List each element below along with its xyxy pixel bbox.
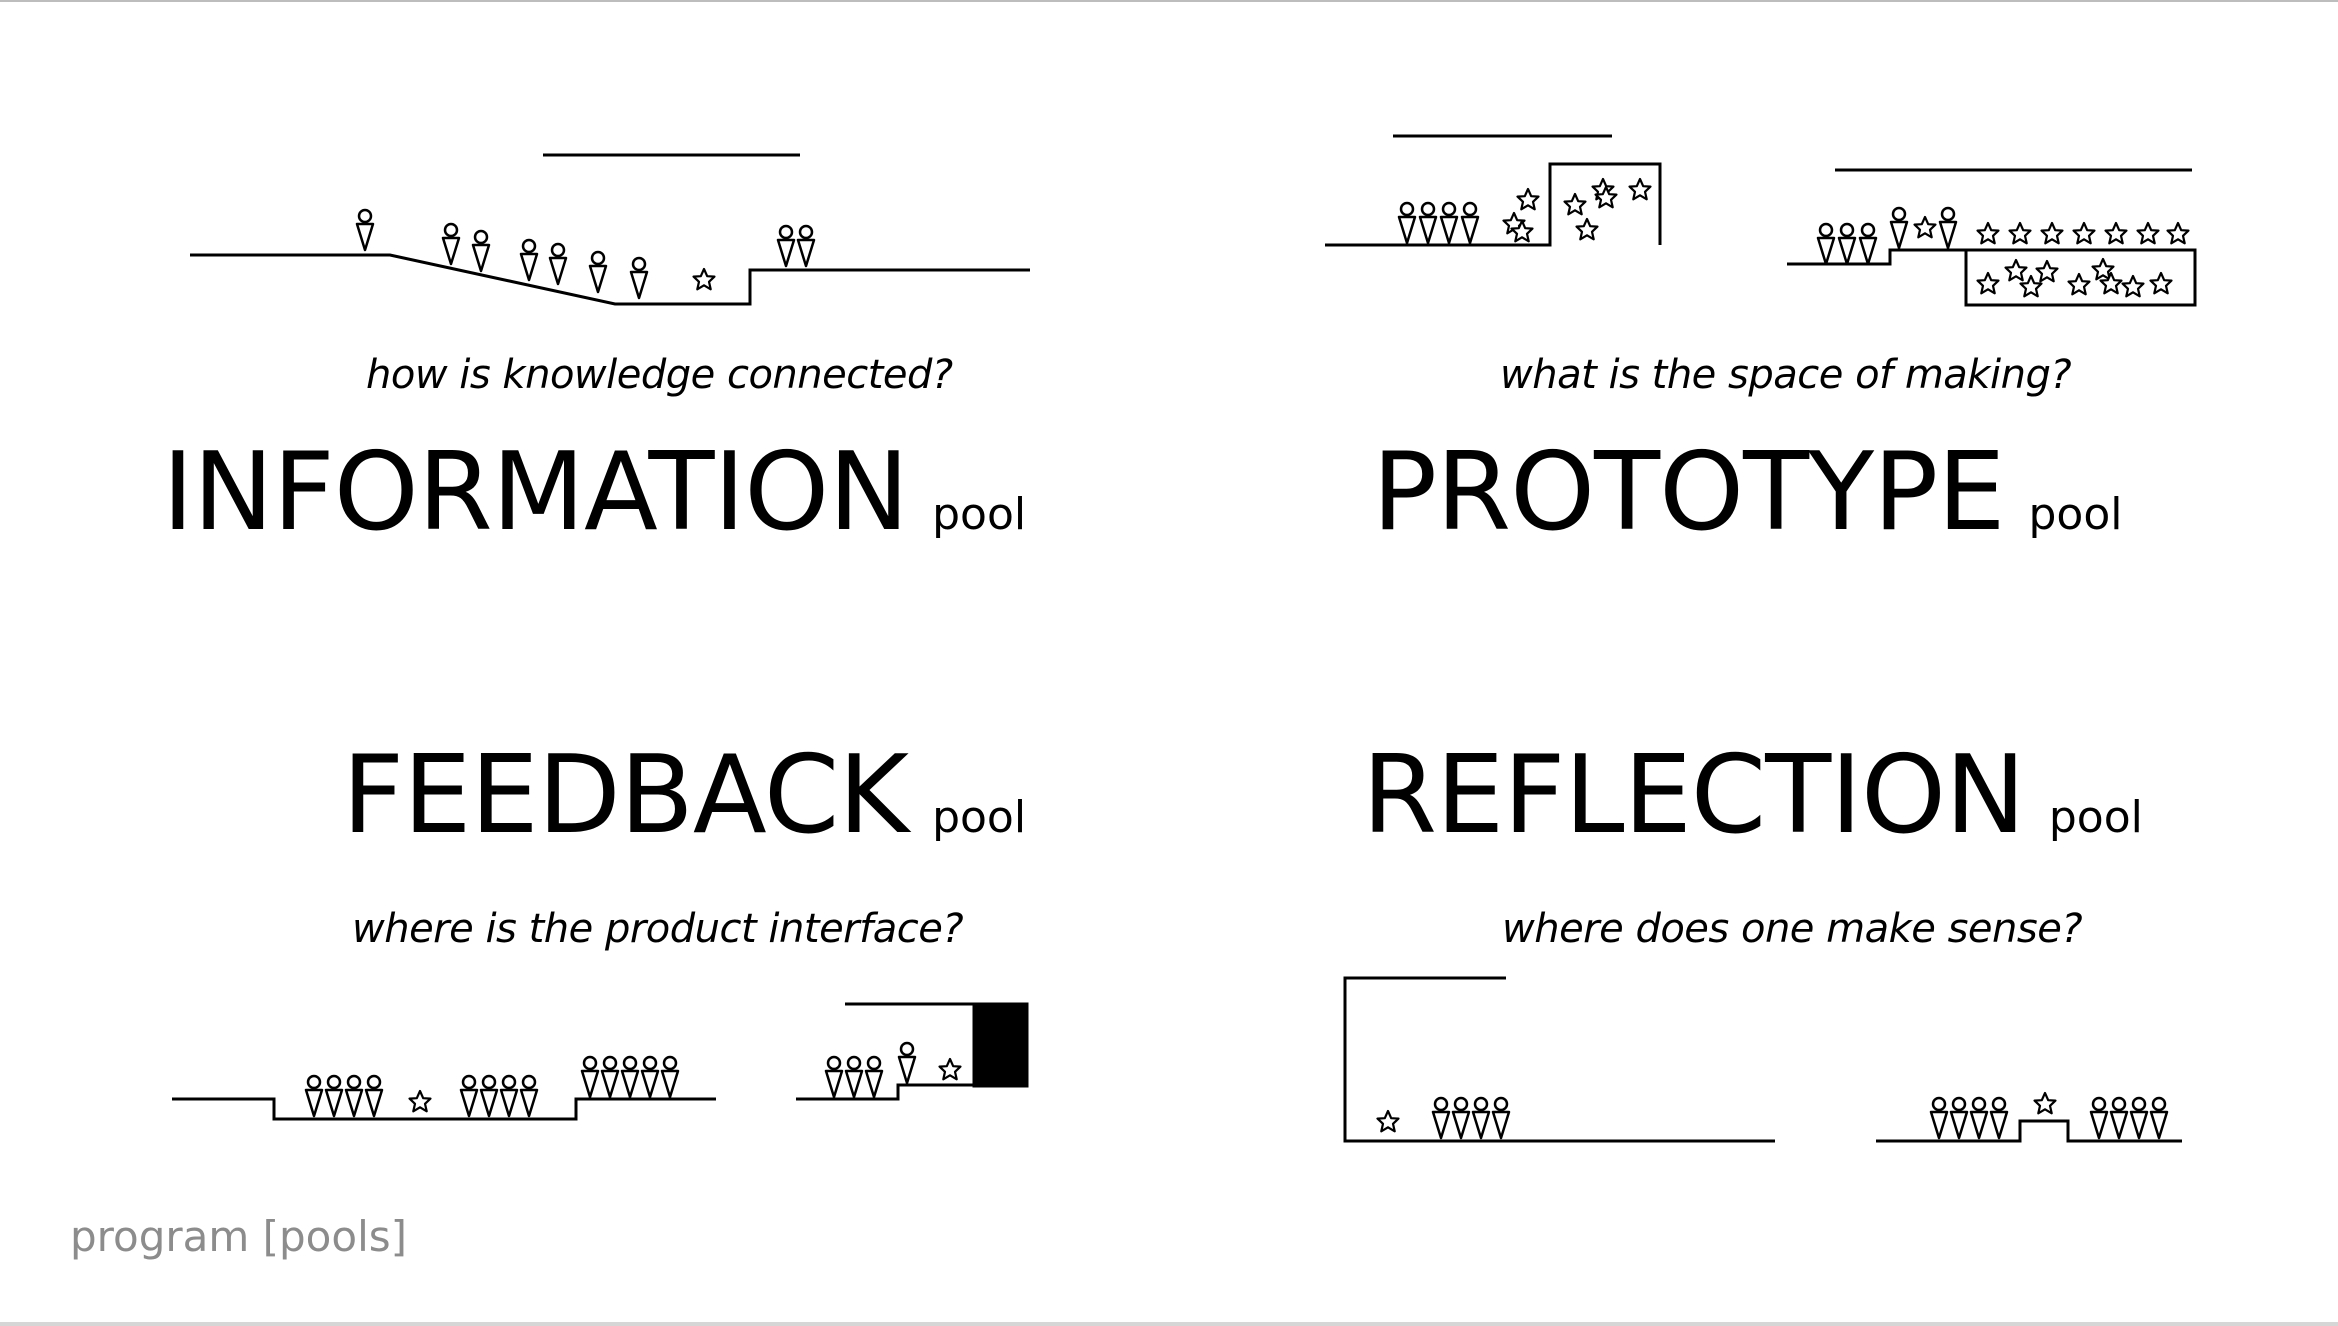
person-figure-icon xyxy=(824,1055,844,1099)
person-figure-icon xyxy=(1431,1096,1451,1140)
star-icon xyxy=(2004,258,2028,282)
person-figure-icon xyxy=(1451,1096,1471,1140)
person-figure-icon xyxy=(499,1074,519,1118)
information-section-diagram xyxy=(190,153,1030,306)
person-figure-icon xyxy=(2089,1096,2109,1140)
person-figure-icon xyxy=(580,1055,600,1099)
person-figure-icon xyxy=(1471,1096,1491,1140)
person-figure-icon xyxy=(355,208,375,252)
prototype-section-diagram xyxy=(1325,134,2197,307)
person-figure-icon xyxy=(364,1074,384,1118)
person-figure-icon xyxy=(1837,222,1857,266)
person-figure-icon xyxy=(1889,206,1909,250)
star-icon xyxy=(2166,221,2190,245)
person-figure-icon xyxy=(2149,1096,2169,1140)
information-question: how is knowledge connected? xyxy=(366,352,953,398)
person-figure-icon xyxy=(640,1055,660,1099)
person-figure-icon xyxy=(600,1055,620,1099)
person-figure-icon xyxy=(588,250,608,294)
information-pool-suffix: pool xyxy=(932,489,1027,540)
star-icon xyxy=(2040,221,2064,245)
feedback-question: where is the product interface? xyxy=(352,906,964,952)
person-figure-icon xyxy=(1989,1096,2009,1140)
person-figure-icon xyxy=(519,238,539,282)
person-figure-icon xyxy=(1418,201,1438,245)
person-figure-icon xyxy=(441,222,461,266)
star-icon xyxy=(408,1089,432,1113)
reflection-pool-suffix: pool xyxy=(2048,792,2143,843)
star-icon xyxy=(1976,271,2000,295)
reflection-title: REFLECTION xyxy=(1362,733,2026,858)
person-figure-icon xyxy=(796,224,816,268)
person-figure-icon xyxy=(324,1074,344,1118)
person-figure-icon xyxy=(864,1055,884,1099)
star-icon xyxy=(1516,187,1540,211)
feedback-title: FEEDBACK xyxy=(342,733,909,858)
person-figure-icon xyxy=(1439,201,1459,245)
star-icon xyxy=(2019,274,2043,298)
person-figure-icon xyxy=(620,1055,640,1099)
reflection-section-diagram xyxy=(1343,976,2182,1143)
star-icon xyxy=(1376,1109,1400,1133)
star-icon xyxy=(2149,271,2173,295)
person-figure-icon xyxy=(2129,1096,2149,1140)
person-figure-icon xyxy=(2109,1096,2129,1140)
prototype-question: what is the space of making? xyxy=(1500,352,2072,398)
footer-label: program [pools] xyxy=(70,1212,408,1261)
person-figure-icon xyxy=(1460,201,1480,245)
feedback-pool-suffix: pool xyxy=(932,792,1027,843)
person-figure-icon xyxy=(479,1074,499,1118)
star-icon xyxy=(1976,221,2000,245)
person-figure-icon xyxy=(1969,1096,1989,1140)
person-figure-icon xyxy=(844,1055,864,1099)
person-figure-icon xyxy=(1938,206,1958,250)
person-figure-icon xyxy=(776,224,796,268)
star-icon xyxy=(938,1057,962,1081)
person-figure-icon xyxy=(660,1055,680,1099)
person-figure-icon xyxy=(304,1074,324,1118)
prototype-pool-suffix: pool xyxy=(2028,489,2123,540)
person-figure-icon xyxy=(1929,1096,1949,1140)
star-icon xyxy=(1913,215,1937,239)
prototype-title: PROTOTYPE xyxy=(1372,430,2005,555)
person-figure-icon xyxy=(519,1074,539,1118)
person-figure-icon xyxy=(1858,222,1878,266)
person-figure-icon xyxy=(897,1041,917,1085)
star-icon xyxy=(2008,221,2032,245)
person-figure-icon xyxy=(629,256,649,300)
person-figure-icon xyxy=(459,1074,479,1118)
person-figure-icon xyxy=(1397,201,1417,245)
star-icon xyxy=(2121,274,2145,298)
star-icon xyxy=(2136,221,2160,245)
star-icon xyxy=(1628,177,1652,201)
star-icon xyxy=(2067,272,2091,296)
star-icon xyxy=(1575,217,1599,241)
star-icon xyxy=(692,267,716,291)
star-icon xyxy=(2035,259,2059,283)
person-figure-icon xyxy=(1816,222,1836,266)
person-figure-icon xyxy=(1491,1096,1511,1140)
person-figure-icon xyxy=(471,229,491,273)
feedback-section-diagram xyxy=(172,1002,1029,1121)
reflection-question: where does one make sense? xyxy=(1502,906,2083,952)
information-title: INFORMATION xyxy=(162,430,909,555)
person-figure-icon xyxy=(548,242,568,286)
star-icon xyxy=(1563,192,1587,216)
star-icon xyxy=(2072,221,2096,245)
person-figure-icon xyxy=(1949,1096,1969,1140)
star-icon xyxy=(2104,221,2128,245)
person-figure-icon xyxy=(344,1074,364,1118)
star-icon xyxy=(2033,1091,2057,1115)
